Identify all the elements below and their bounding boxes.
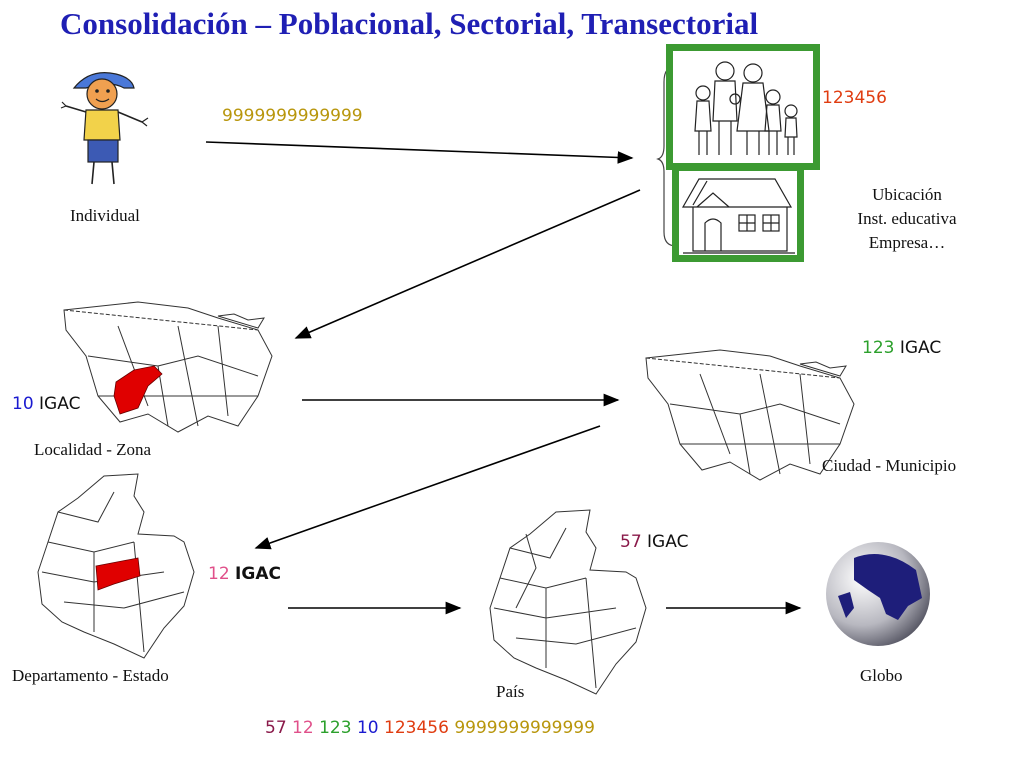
ciudad-code-number: 123 bbox=[862, 338, 895, 358]
individual-code: 9999999999999 bbox=[222, 106, 363, 126]
departamento-code-suffix: IGAC bbox=[235, 564, 281, 584]
ciudad-label: Ciudad - Municipio bbox=[822, 456, 957, 475]
localidad-code-number: 10 bbox=[12, 394, 34, 414]
composite-familia-code: 123456 bbox=[384, 718, 449, 738]
pais-code-suffix: IGAC bbox=[647, 532, 689, 552]
family-drawing-icon bbox=[694, 61, 798, 155]
arrow-individual-to-family bbox=[205, 141, 634, 164]
localidad-code: 10 IGAC bbox=[12, 394, 80, 414]
globo-label: Globo bbox=[860, 666, 903, 685]
composite-individual-code: 9999999999999 bbox=[454, 718, 595, 738]
location-labels: Ubicación Inst. educativa Empresa… bbox=[838, 183, 976, 255]
composite-ciudad-code: 123 bbox=[319, 718, 352, 738]
slide-title: Consolidación – Poblacional, Sectorial, … bbox=[60, 6, 759, 41]
arrow-house-to-localidad bbox=[294, 189, 641, 339]
composite-code: 57 12 123 10 123456 9999999999999 bbox=[265, 718, 595, 738]
house-drawing-icon bbox=[681, 178, 795, 254]
pais-code: 57 IGAC bbox=[620, 532, 688, 552]
ciudad-code: 123 IGAC bbox=[862, 338, 941, 358]
localidad-map-icon bbox=[63, 301, 273, 433]
location-line-1: Ubicación bbox=[872, 185, 942, 204]
composite-localidad-code: 10 bbox=[356, 718, 379, 738]
grouping-brace bbox=[656, 65, 677, 247]
ciudad-map-icon bbox=[645, 349, 855, 481]
individual-label: Individual bbox=[70, 206, 140, 225]
departamento-label: Departamento - Estado bbox=[12, 666, 169, 685]
globe-icon bbox=[826, 542, 930, 646]
location-line-3: Empresa… bbox=[868, 233, 946, 252]
house-frame bbox=[672, 164, 804, 262]
departamento-code: 12 IGAC bbox=[208, 564, 281, 584]
pais-label: País bbox=[496, 682, 525, 701]
departamento-map-icon bbox=[37, 473, 195, 659]
composite-departamento-code: 12 bbox=[292, 718, 314, 738]
location-line-2: Inst. educativa bbox=[857, 209, 957, 228]
localidad-code-suffix: IGAC bbox=[39, 394, 81, 414]
pais-code-number: 57 bbox=[620, 532, 642, 552]
family-code: 123456 bbox=[822, 88, 887, 108]
composite-pais-code: 57 bbox=[265, 718, 287, 738]
localidad-label: Localidad - Zona bbox=[34, 440, 152, 459]
ciudad-code-suffix: IGAC bbox=[899, 338, 942, 358]
family-frame bbox=[666, 44, 820, 170]
child-drawing-icon bbox=[60, 72, 149, 185]
pais-map-icon bbox=[489, 509, 647, 695]
departamento-code-number: 12 bbox=[208, 564, 230, 584]
